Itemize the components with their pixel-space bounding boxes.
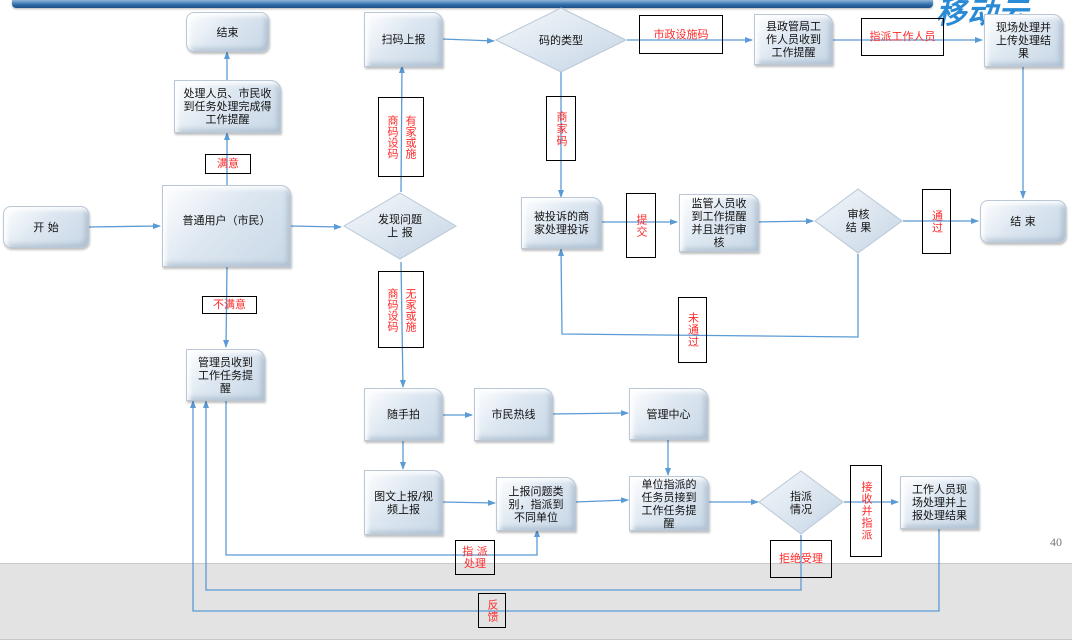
page-number: 40 [1050, 535, 1062, 549]
label-feedback: 反馈 [478, 593, 506, 628]
label-has-code: 商码设码 有家或施 [378, 97, 424, 177]
node-start[interactable]: 开 始 [3, 206, 89, 248]
node-report-category-label: 上报问题类 别，指派到 不同单位 [508, 484, 564, 524]
decision-review-result-label: 审核 结 果 [845, 208, 872, 234]
edge-supervisor-review [756, 218, 814, 225]
edge-staff-feedback [190, 400, 940, 612]
header-bar [12, 0, 933, 8]
node-unit-assign-label: 单位指派的 任务员接到 工作任务提 醒 [641, 477, 697, 530]
node-onsite-upload-label: 现场处理并 上传处理结 果 [996, 21, 1051, 60]
node-report-category[interactable]: 上报问题类 别，指派到 不同单位 [496, 477, 576, 531]
diamond-shape [758, 470, 844, 535]
node-mgmt-center[interactable]: 管理中心 [629, 388, 708, 440]
label-reject: 拒绝受理 [770, 540, 832, 578]
node-admin-notice-label: 管理员收到 工作任务提 醒 [198, 355, 253, 395]
label-pass: 通过 [922, 189, 951, 254]
node-staff-onsite[interactable]: 工作人员现 场处理并上 报处理结果 [900, 476, 979, 529]
node-county-staff-label: 县政管局工 作人员收到 工作提醒 [766, 20, 821, 59]
node-notify-done-label: 处理人员、市民收 到任务处理完成得 工作提醒 [183, 87, 272, 126]
node-end-right-label: 结 束 [1010, 215, 1036, 228]
decision-assign-status-label: 指派 情况 [790, 489, 812, 516]
node-mgmt-center-label: 管理中心 [646, 407, 691, 421]
node-unit-assign[interactable]: 单位指派的 任务员接到 工作任务提 醒 [629, 476, 709, 531]
node-hotline-label: 市民热线 [491, 408, 536, 421]
label-assign-handle: 指 派 处理 [455, 540, 495, 575]
label-accept-assign: 接收并指派 [850, 465, 882, 557]
node-start-label: 开 始 [33, 220, 59, 234]
label-satisfied: 满意 [205, 154, 251, 174]
edge-review-merchant-fail [558, 248, 859, 338]
node-onsite-upload[interactable]: 现场处理并 上传处理结 果 [984, 14, 1063, 67]
edge-hotline-center [551, 410, 629, 417]
decision-find-issue[interactable]: 发现问题 上 报 [343, 192, 457, 260]
node-end-right[interactable]: 结 束 [980, 200, 1066, 243]
decision-code-type-label: 码的类型 [539, 33, 583, 47]
edge-scan-codetype [441, 37, 495, 44]
node-scan-report[interactable]: 扫码上报 [364, 12, 443, 67]
label-submit: 提交 [626, 193, 656, 258]
decision-assign-status[interactable]: 指派 情况 [758, 470, 844, 535]
node-scan-report-label: 扫码上报 [381, 33, 426, 46]
edge-findissue-scan [398, 65, 405, 193]
node-end-top-label: 结束 [216, 25, 239, 39]
node-citizen-label: 普通用户（市民） [182, 214, 271, 227]
label-has-code-left: 有家或施 [404, 115, 417, 159]
node-citizen[interactable]: 普通用户（市民） [162, 185, 291, 267]
node-merchant-handle[interactable]: 被投诉的商 家处理投诉 [521, 197, 602, 249]
label-has-code-right: 商码设码 [386, 115, 399, 159]
node-media-report-label: 图文上报/视 频上报 [374, 489, 433, 516]
node-media-report[interactable]: 图文上报/视 频上报 [364, 470, 443, 535]
label-not-pass: 未通过 [678, 297, 707, 363]
edge-start-citizen [87, 223, 161, 230]
label-no-code-right: 商码设码 [386, 287, 399, 332]
node-end-top[interactable]: 结束 [186, 12, 269, 52]
decision-review-result[interactable]: 审核 结 果 [814, 188, 903, 254]
decision-find-issue-label: 发现问题 上 报 [378, 213, 422, 239]
edge-assign-handle [225, 400, 540, 556]
node-notify-done[interactable]: 处理人员、市民收 到任务处理完成得 工作提醒 [174, 80, 281, 133]
edge-category-unit [574, 497, 629, 504]
diamond-shape [814, 188, 903, 254]
label-dispatch-staff: 指派工作人员 [861, 18, 944, 56]
node-supervisor-review-label: 监管人员收 到工作提醒 并且进行审 核 [691, 197, 747, 249]
node-admin-notice[interactable]: 管理员收到 工作任务提 醒 [186, 349, 265, 401]
decision-code-type[interactable]: 码的类型 [495, 7, 627, 73]
node-snapshot-label: 随手拍 [387, 408, 420, 421]
edge-reject-feedback [203, 400, 802, 591]
label-no-code-left: 无家或施 [404, 287, 417, 332]
edge-citizen-admin [223, 265, 230, 348]
label-merchant-code: 商家码 [546, 96, 576, 161]
node-county-staff[interactable]: 县政管局工 作人员收到 工作提醒 [754, 14, 833, 65]
diamond-shape [495, 7, 627, 73]
node-supervisor-review[interactable]: 监管人员收 到工作提醒 并且进行审 核 [679, 194, 759, 252]
label-no-code: 商码设码 无家或施 [378, 271, 424, 348]
slide-footer [0, 563, 1072, 640]
label-unsatisfied: 不满意 [202, 296, 257, 314]
node-snapshot[interactable]: 随手拍 [364, 388, 443, 441]
edge-findissue-snapshot [399, 261, 406, 388]
label-municipal-code: 市政设施码 [639, 15, 723, 54]
diamond-shape [343, 192, 457, 260]
node-hotline[interactable]: 市民热线 [474, 388, 553, 441]
edge-media-category [441, 499, 496, 506]
node-staff-onsite-label: 工作人员现 场处理并上 报处理结果 [912, 483, 967, 522]
node-merchant-handle-label: 被投诉的商 家处理投诉 [534, 210, 589, 236]
edge-citizen-findissue [289, 223, 342, 230]
